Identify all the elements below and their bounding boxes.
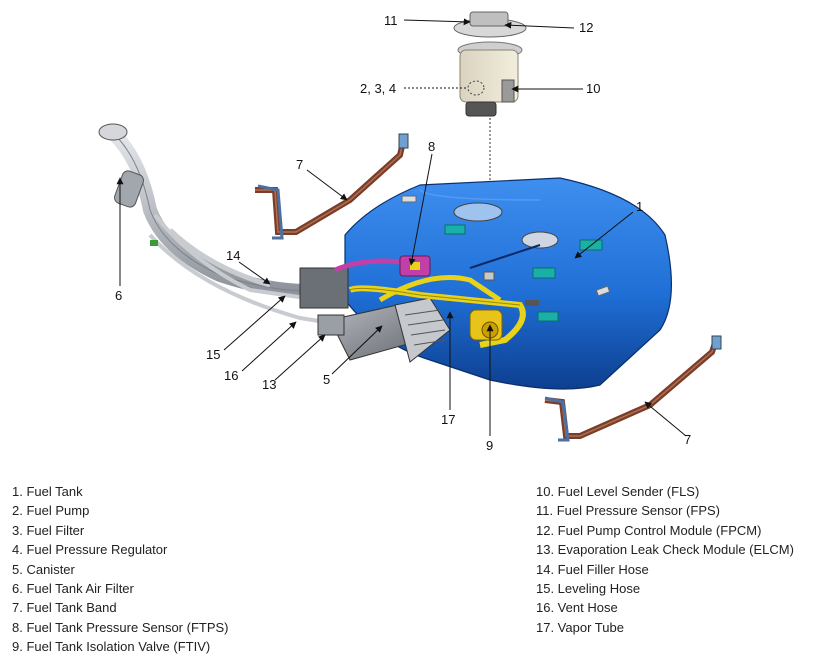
callout-15: 15 bbox=[206, 347, 220, 362]
callout-6: 6 bbox=[115, 288, 122, 303]
callout-11: 11 bbox=[384, 13, 398, 28]
fuel-system-diagram: 11 12 2, 3, 4 10 8 7 1 14 6 15 16 13 5 1… bbox=[98, 11, 722, 453]
legend-item: 2. Fuel Pump bbox=[12, 503, 90, 519]
legend-item: 6. Fuel Tank Air Filter bbox=[12, 581, 134, 597]
legend-right-column: 10. Fuel Level Sender (FLS) 11. Fuel Pre… bbox=[536, 482, 794, 637]
fuel-tank-band-lower bbox=[544, 335, 722, 442]
fuel-tank-band-upper bbox=[255, 133, 409, 240]
callout-13: 13 bbox=[262, 377, 276, 392]
legend-item: 14. Fuel Filler Hose bbox=[536, 561, 649, 577]
canister bbox=[299, 267, 451, 363]
callout-8: 8 bbox=[428, 139, 435, 154]
callout-1: 1 bbox=[636, 199, 643, 214]
legend-item: 1. Fuel Tank bbox=[12, 484, 83, 499]
callout-17: 17 bbox=[441, 412, 455, 427]
callout-5: 5 bbox=[323, 372, 330, 387]
legend-item: 8. Fuel Tank Pressure Sensor (FTPS) bbox=[12, 619, 229, 635]
legend-item: 11. Fuel Pressure Sensor (FPS) bbox=[536, 503, 720, 519]
callout-14: 14 bbox=[226, 248, 240, 263]
legend-item: 9. Fuel Tank Isolation Valve (FTIV) bbox=[12, 639, 211, 655]
legend-item: 3. Fuel Filter bbox=[12, 522, 85, 538]
callout-9: 9 bbox=[486, 438, 493, 453]
legend-item: 13. Evaporation Leak Check Module (ELCM) bbox=[536, 542, 794, 558]
legend-item: 5. Canister bbox=[12, 561, 75, 577]
vapor-tube bbox=[348, 275, 526, 348]
legend-item: 10. Fuel Level Sender (FLS) bbox=[536, 484, 700, 499]
legend-item: 15. Leveling Hose bbox=[536, 581, 641, 597]
legend-item: 12. Fuel Pump Control Module (FPCM) bbox=[536, 522, 762, 538]
callout-16: 16 bbox=[224, 368, 238, 383]
callout-7-lower: 7 bbox=[684, 432, 691, 447]
legend-item: 16. Vent Hose bbox=[536, 600, 618, 616]
callout-12: 12 bbox=[579, 20, 593, 35]
fuel-tank bbox=[344, 177, 673, 390]
legend-item: 7. Fuel Tank Band bbox=[12, 600, 117, 616]
fuel-filler-hose bbox=[98, 123, 337, 324]
leader-lines bbox=[116, 18, 687, 437]
fuel-pump-module bbox=[453, 11, 527, 117]
callout-7-upper: 7 bbox=[296, 157, 303, 172]
callout-2-3-4: 2, 3, 4 bbox=[360, 81, 396, 96]
legend-item: 17. Vapor Tube bbox=[536, 619, 624, 635]
legend-left-column: 1. Fuel Tank 2. Fuel Pump 3. Fuel Filter… bbox=[12, 482, 229, 657]
callout-10: 10 bbox=[586, 81, 600, 96]
legend-item: 4. Fuel Pressure Regulator bbox=[12, 542, 168, 558]
fuel-tank-isolation-valve bbox=[469, 309, 503, 341]
